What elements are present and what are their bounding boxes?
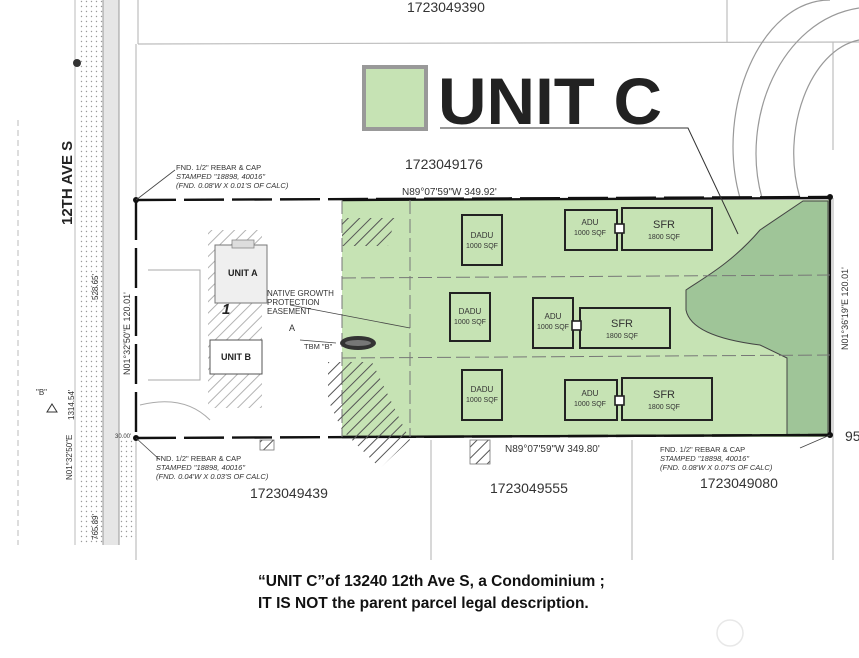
parcel-number-south-west: 1723049439 — [250, 485, 328, 501]
sfr-area: 1800 SQF — [648, 404, 680, 411]
street-offset: 30.00' — [115, 434, 131, 440]
parcel-boundary — [134, 195, 832, 440]
adu-label: ADU — [545, 312, 562, 321]
easement-label: NATIVE GROWTH PROTECTION EASEMENT — [267, 289, 334, 316]
sfr-label: SFR — [653, 389, 675, 401]
tbm-symbol — [289, 304, 411, 350]
building-connectors — [571, 223, 625, 406]
svg-text:FND. 1/2" REBAR & CAP: FND. 1/2" REBAR & CAP — [156, 454, 241, 463]
svg-text:NATIVE GROWTH: NATIVE GROWTH — [267, 289, 334, 298]
adu-area: 1000 SQF — [537, 324, 569, 331]
unit-b-label: UNIT B — [221, 352, 251, 362]
legend-leader-line — [440, 127, 739, 235]
street-dimension-2: 1314.54' — [67, 389, 76, 420]
sfr-label: SFR — [611, 318, 633, 330]
surrounding-parcel-lines — [135, 0, 859, 560]
adu-area: 1000 SQF — [574, 401, 606, 408]
monument-note-se: FND. 1/2" REBAR & CAP STAMPED "18898, 40… — [660, 445, 773, 472]
svg-text:EASEMENT: EASEMENT — [267, 307, 311, 316]
adu-label: ADU — [582, 389, 599, 398]
street-bearing: N01°32'50"E — [65, 435, 74, 480]
east-boundary-bearing: N01°36'19"E 120.01' — [840, 267, 850, 350]
legend-swatch — [362, 65, 428, 131]
row-1-labels: DADU 1000 SQF ADU 1000 SQF SFR 1800 SQF — [466, 218, 680, 250]
tbm-marker: A — [289, 323, 295, 333]
street-marker: "B" — [36, 388, 47, 397]
north-boundary-bearing: N89°07'59"W 349.92' — [402, 187, 497, 198]
svg-text:FND. 1/2" REBAR & CAP: FND. 1/2" REBAR & CAP — [176, 163, 261, 172]
parcel-number-north: 1723049390 — [407, 0, 485, 15]
west-boundary-bearing: N01°32'50"E 120.01' — [122, 292, 132, 375]
parcel-number-south-mid: 1723049555 — [490, 480, 568, 496]
street-marker-triangle — [46, 403, 58, 413]
svg-text:(FND. 0.04'W X 0.03'S OF CALC): (FND. 0.04'W X 0.03'S OF CALC) — [156, 472, 269, 481]
monument-icon — [73, 59, 81, 67]
caption-line-1: “UNIT C”of 13240 12th Ave S, a Condomini… — [258, 573, 605, 590]
sfr-label: SFR — [653, 219, 675, 231]
row-3-labels: DADU 1000 SQF ADU 1000 SQF SFR 1800 SQF — [466, 385, 680, 411]
monument-leaders — [135, 169, 831, 461]
sfr-area: 1800 SQF — [648, 234, 680, 241]
legend-title: UNIT C — [438, 64, 662, 138]
svg-text:(FND. 0.08'W X 0.01'S OF CALC): (FND. 0.08'W X 0.01'S OF CALC) — [176, 181, 289, 190]
tbm-label: TBM "B" — [304, 342, 333, 351]
watermark-circle — [716, 619, 744, 647]
caption-line-2: IT IS NOT the parent parcel legal descri… — [258, 595, 589, 612]
monument-note-nw: FND. 1/2" REBAR & CAP STAMPED "18898, 40… — [176, 163, 289, 190]
monument-note-sw: FND. 1/2" REBAR & CAP STAMPED "18898, 40… — [156, 454, 269, 481]
adu-area: 1000 SQF — [574, 230, 606, 237]
street-dimension-3: 765.89' — [91, 514, 100, 540]
access-road — [685, 200, 829, 437]
svg-text:(FND. 0.08'W X 0.07'S OF CALC): (FND. 0.08'W X 0.07'S OF CALC) — [660, 463, 773, 472]
existing-house-footprint — [139, 239, 268, 421]
dadu-label: DADU — [471, 385, 494, 394]
svg-text:STAMPED "18898, 40016": STAMPED "18898, 40016" — [176, 172, 265, 181]
parcel-number-east-partial: 95 — [845, 428, 859, 444]
dadu-area: 1000 SQF — [466, 397, 498, 404]
caption: “UNIT C”of 13240 12th Ave S, a Condomini… — [258, 571, 818, 615]
south-boundary-bearing: N89°07'59"W 349.80' — [505, 444, 600, 455]
small-structures — [259, 439, 491, 465]
street-right-of-way — [17, 0, 136, 545]
street-dimension-1: 528.65' — [91, 274, 100, 300]
dadu-label: DADU — [471, 231, 494, 240]
svg-text:STAMPED "18898, 40016": STAMPED "18898, 40016" — [156, 463, 245, 472]
dadu-label: DADU — [459, 307, 482, 316]
adu-label: ADU — [582, 218, 599, 227]
svg-text:FND. 1/2" REBAR & CAP: FND. 1/2" REBAR & CAP — [660, 445, 745, 454]
dadu-area: 1000 SQF — [454, 319, 486, 326]
svg-text:PROTECTION: PROTECTION — [267, 298, 320, 307]
row-2-labels: DADU 1000 SQF ADU 1000 SQF SFR 1800 SQF — [454, 307, 638, 340]
cul-de-sac — [732, 0, 859, 199]
lot-number: 1 — [222, 301, 230, 318]
svg-text:STAMPED "18898, 40016": STAMPED "18898, 40016" — [660, 454, 749, 463]
street-name: 12TH AVE S — [59, 141, 76, 225]
sfr-area: 1800 SQF — [606, 333, 638, 340]
parcel-number-south-east: 1723049080 — [700, 475, 778, 491]
unit-a-label: UNIT A — [228, 268, 258, 278]
dadu-area: 1000 SQF — [466, 243, 498, 250]
parcel-number-north-adjacent: 1723049176 — [405, 156, 483, 172]
